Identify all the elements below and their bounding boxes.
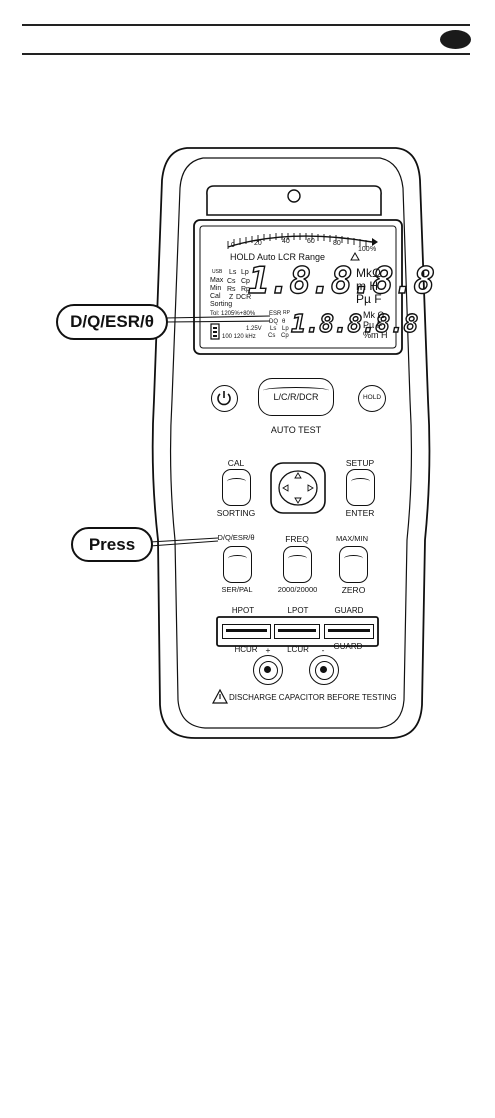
hcur-label: HCUR <box>234 645 258 654</box>
sorting-label: Sorting <box>210 301 233 308</box>
battery-icon <box>211 324 219 339</box>
secondary-unit-farad: Pµ F <box>363 320 383 330</box>
hpot-label: HPOT <box>231 606 255 615</box>
lcd-status-line: HOLD Auto LCR Range <box>230 252 326 262</box>
scale-tick-0: 0 <box>231 242 235 249</box>
cal-label-top: CAL <box>227 458 245 468</box>
header-rule-top <box>22 24 470 26</box>
lcd-rp-small: RP <box>283 310 290 316</box>
scale-tick-40: 40 <box>282 238 290 245</box>
maxmin-label-top: MAX/MIN <box>335 534 369 543</box>
lcd-cp-2: Cp <box>281 333 289 339</box>
enter-label-bottom: ENTER <box>345 508 375 518</box>
auto-test-label: AUTO TEST <box>270 425 322 435</box>
lcd-param-dcr: DCR <box>236 294 252 301</box>
ser-pal-label-bottom: SER/PAL <box>221 585 253 594</box>
max-label: Max <box>210 277 224 284</box>
zero-label-bottom: ZERO <box>341 585 366 595</box>
setup-enter-button[interactable] <box>346 469 375 506</box>
lcd-param-rs: Rs <box>227 286 236 293</box>
lcd-param-rp: Rp <box>241 286 250 293</box>
scale-tick-60: 60 <box>307 238 315 245</box>
dq-esr-theta-button[interactable] <box>223 546 252 583</box>
lcd-cs-2: Cs <box>268 333 276 339</box>
lcr-dcr-label: L/C/R/DCR <box>273 392 319 402</box>
lcd-secondary-digits: 1.8.8.8.8 <box>290 309 419 338</box>
scale-tick-100: 100 <box>358 246 370 253</box>
secondary-unit-henry: %m H <box>363 330 388 340</box>
lcd-esr: ESR <box>269 311 282 317</box>
press-callout-text: Press <box>88 534 136 554</box>
scale-tick-80: 80 <box>333 240 341 247</box>
warning-text: DISCHARGE CAPACITOR BEFORE TESTING <box>229 693 397 702</box>
power-button[interactable] <box>211 385 238 412</box>
min-label: Min <box>210 285 222 292</box>
lcd-tolerance: Tol: 1205%+80% <box>210 311 256 317</box>
lcur-label: LCUR <box>287 645 309 654</box>
maxmin-zero-button[interactable] <box>339 546 368 583</box>
language-tab-marker <box>440 30 471 49</box>
freq-label-top: FREQ <box>285 534 309 544</box>
freq-range-label-bottom: 2000/20000 <box>277 585 318 594</box>
plus-sign: + <box>265 645 271 655</box>
header-rule-bottom <box>22 53 470 55</box>
lcd-param-ls: Ls <box>229 269 237 276</box>
lcd-ls-2: Ls <box>270 326 277 332</box>
scale-unit: % <box>370 246 377 253</box>
scale-tick-20: 20 <box>254 240 262 247</box>
warning-icon <box>213 690 227 703</box>
lcd-frequency: 100 120 kHz <box>222 334 256 340</box>
press-callout: Press <box>71 527 153 562</box>
secondary-unit-ohm: Mk Ω <box>363 310 385 320</box>
lcd-dq: DQ <box>269 319 278 325</box>
lcd-voltage: 1.25V <box>246 326 262 332</box>
hold-label: HOLD <box>362 394 382 401</box>
sorting-label-bottom: SORTING <box>216 508 256 518</box>
lcd-param-lp: Lp <box>241 269 249 276</box>
usb-label: USB <box>212 269 223 275</box>
lcd-primary-digits: 1.8.8.8.8 <box>247 261 435 302</box>
primary-unit-ohm: MkΩ <box>356 266 381 280</box>
dq-esr-label-top: D/Q/ESR/θ <box>217 533 255 542</box>
function-callout: D/Q/ESR/θ <box>56 304 168 340</box>
setup-label-top: SETUP <box>345 458 375 468</box>
cal-label: Cal <box>210 293 221 300</box>
function-callout-text: D/Q/ESR/θ <box>70 312 154 331</box>
lcd-theta: θ <box>282 319 286 325</box>
hpot-terminal[interactable] <box>222 624 271 639</box>
guard-label-bottom: GUARD <box>333 642 363 651</box>
primary-unit-henry: m H <box>356 279 378 293</box>
lpot-label: LPOT <box>287 606 309 615</box>
power-icon <box>217 391 231 406</box>
guard-label-top: GUARD <box>334 606 364 615</box>
guard-terminal[interactable] <box>324 624 374 639</box>
lcd-param-cs: Cs <box>227 278 236 285</box>
minus-sign: - <box>321 645 325 655</box>
hcur-jack[interactable] <box>253 655 283 685</box>
lcr-dcr-button[interactable]: L/C/R/DCR <box>258 378 334 416</box>
lcd-param-cp: Cp <box>241 278 250 285</box>
lcur-jack[interactable] <box>309 655 339 685</box>
lcd-lp-2: Lp <box>282 326 289 332</box>
cal-sorting-button[interactable] <box>222 469 251 506</box>
lcd-param-z: Z <box>229 294 234 301</box>
primary-unit-farad: Pµ F <box>356 292 382 306</box>
freq-button[interactable] <box>283 546 312 583</box>
navigation-pad[interactable] <box>271 463 325 513</box>
hold-button[interactable]: HOLD <box>358 385 386 412</box>
lpot-terminal[interactable] <box>274 624 320 639</box>
